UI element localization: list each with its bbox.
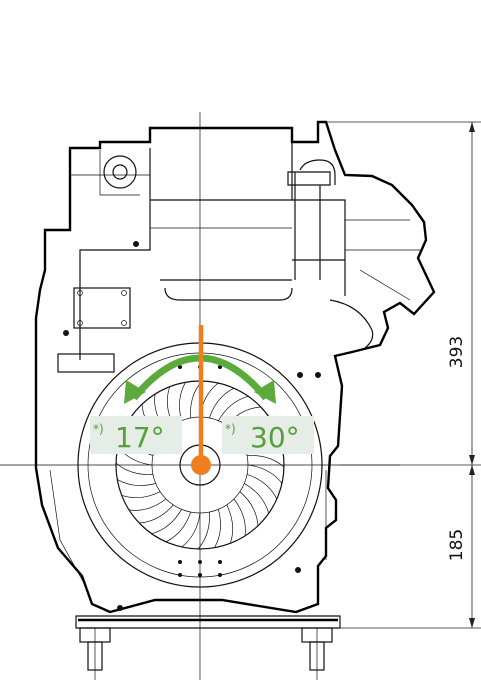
tilt-right-marker: *) <box>225 422 236 436</box>
tilt-right-angle: 30° <box>250 421 300 454</box>
tilt-arrow-right-head <box>254 380 276 404</box>
fan-blade <box>244 483 270 514</box>
fan-blade <box>246 474 278 500</box>
fan-blade <box>165 511 191 543</box>
fan-blade <box>121 491 161 499</box>
fan-blade <box>179 382 186 421</box>
engine-base <box>75 615 341 680</box>
shaft-hub <box>191 455 211 475</box>
dimension-185-label: 185 <box>447 529 467 561</box>
fan-blade <box>181 512 201 548</box>
fan-blade <box>209 387 235 419</box>
fan-blade <box>218 395 249 421</box>
fan-blade <box>239 491 259 526</box>
name-plate <box>57 353 115 373</box>
dimension-393-label: 393 <box>447 336 467 368</box>
fan-blade <box>226 504 234 544</box>
fan-blade <box>117 479 156 486</box>
engine-housing <box>34 120 436 614</box>
bolt-dots <box>63 241 321 611</box>
fan-blade <box>214 509 221 548</box>
fan-blade <box>247 464 283 484</box>
tilt-axis-marker <box>191 325 211 475</box>
dimension-lines <box>326 121 481 629</box>
tilt-left-angle: 17° <box>115 421 165 454</box>
fan-blade <box>151 509 182 535</box>
tilt-left-label-bg <box>90 416 182 454</box>
tilt-arrow-left-head <box>124 380 146 404</box>
fan-blade <box>233 498 246 536</box>
fan-blade <box>129 498 167 511</box>
tilt-right-label-bg <box>222 416 314 454</box>
inspection-plate <box>73 287 131 329</box>
exhaust-pipe <box>287 171 331 280</box>
fan-blade <box>139 504 174 524</box>
tilt-left-marker: *) <box>93 422 104 436</box>
alternator-housing <box>99 150 140 196</box>
